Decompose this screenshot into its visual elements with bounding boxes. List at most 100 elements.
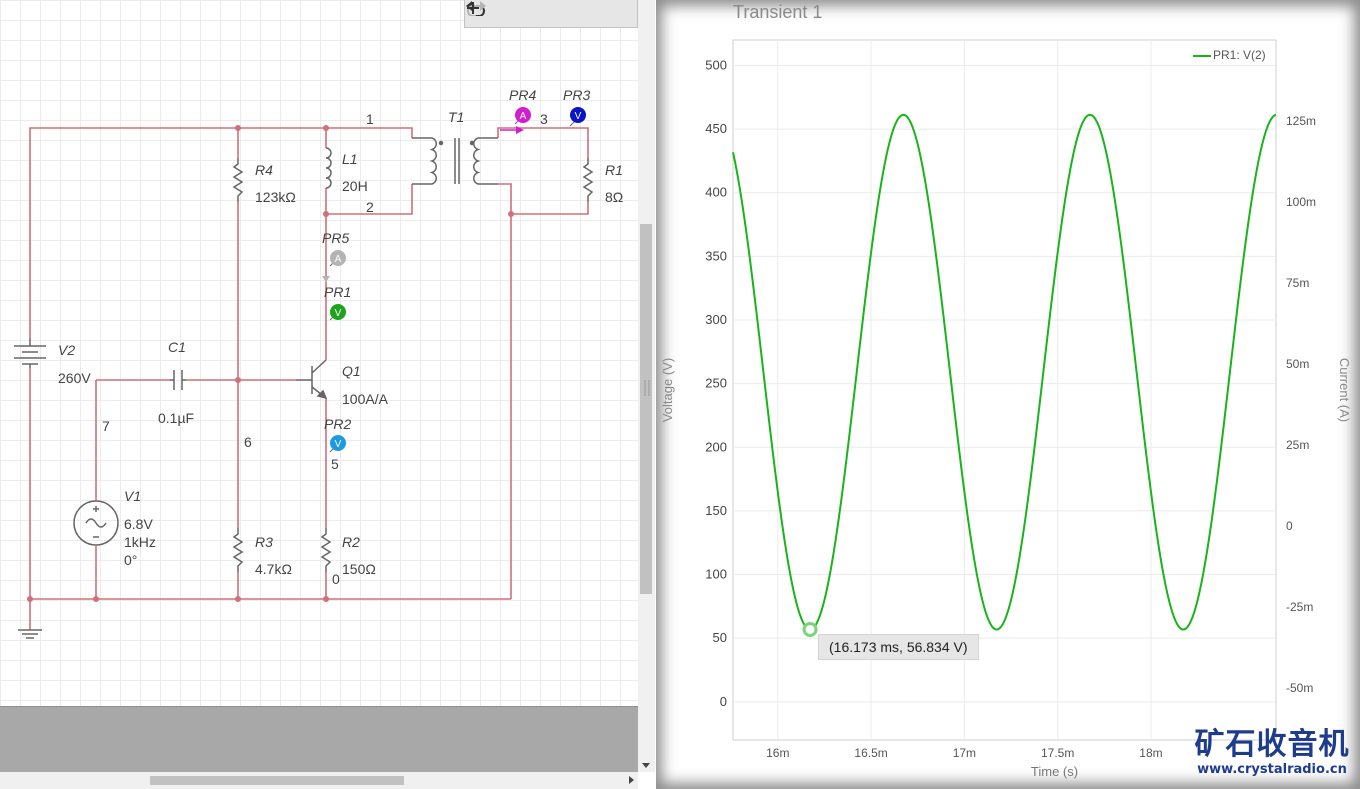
capacitor-c1[interactable] <box>170 370 186 390</box>
node-0: 0 <box>332 571 340 587</box>
y-tick-label: 150 <box>705 503 727 518</box>
cursor-marker <box>802 621 818 637</box>
y2-tick-label: -50m <box>1286 681 1313 695</box>
q1-value: 100A/A <box>342 391 389 407</box>
y-tick-label: 200 <box>705 439 727 454</box>
c1-value: 0.1µF <box>158 410 194 426</box>
x-tick-label: 18m <box>1139 746 1162 760</box>
junctions <box>27 125 514 602</box>
y-tick-label: 400 <box>705 185 727 200</box>
node-5: 5 <box>331 456 339 472</box>
minus-icon <box>467 7 479 9</box>
probe-pr3[interactable]: V <box>569 107 586 127</box>
y-axis-label: Voltage (V) <box>660 358 675 422</box>
zoom-out-button[interactable] <box>467 2 631 26</box>
y2-tick-label: -25m <box>1286 600 1313 614</box>
y2-tick-label: 25m <box>1286 438 1309 452</box>
legend-label: PR1: V(2) <box>1213 48 1266 62</box>
probe-pr1[interactable]: V <box>329 304 346 321</box>
battery-v2[interactable] <box>14 338 46 368</box>
y2-tick-label: 100m <box>1286 195 1316 209</box>
x-axis-label: Time (s) <box>1031 764 1078 779</box>
node-3: 3 <box>540 111 548 127</box>
scroll-right-arrow-icon[interactable] <box>629 776 634 784</box>
v1-amplitude: 6.8V <box>124 516 153 532</box>
wires <box>29 127 589 630</box>
node-2: 2 <box>366 199 374 215</box>
ground-icon <box>18 629 42 639</box>
chart-title: Transient 1 <box>733 2 823 22</box>
r4-value: 123kΩ <box>255 189 296 205</box>
v1-phase: 0° <box>124 552 137 568</box>
r1-value: 8Ω <box>605 189 623 205</box>
transformer-t1[interactable] <box>412 137 498 185</box>
v1-name: V1 <box>124 488 141 504</box>
y2-tick-label: 75m <box>1286 276 1309 290</box>
y-tick-label: 0 <box>720 694 727 709</box>
y2-tick-label: 50m <box>1286 357 1309 371</box>
horizontal-scrollbar[interactable] <box>0 772 638 789</box>
resistor-r1[interactable] <box>582 158 594 202</box>
v1-frequency: 1kHz <box>124 534 156 550</box>
resistor-r2[interactable] <box>320 528 332 572</box>
y2-tick-label: 0 <box>1286 519 1293 533</box>
x-tick-label: 16m <box>766 746 789 760</box>
x-tick-label: 17m <box>953 746 976 760</box>
pr2-type: V <box>335 439 342 450</box>
pr5-name: PR5 <box>322 230 349 246</box>
horizontal-scroll-thumb[interactable] <box>150 776 404 785</box>
y-tick-label: 50 <box>713 630 727 645</box>
l1-name: L1 <box>342 151 358 167</box>
inductor-l1[interactable] <box>325 147 332 189</box>
q1-name: Q1 <box>342 363 361 379</box>
redo-button[interactable] <box>467 1 545 26</box>
r2-name: R2 <box>342 534 360 550</box>
schematic-canvas[interactable]: V V V A A V2 260V C1 0.1µF <box>0 0 638 789</box>
v2-name: V2 <box>58 342 75 358</box>
r1-name: R1 <box>605 162 623 178</box>
pr4-arrow <box>500 126 524 134</box>
y-tick-label: 300 <box>705 312 727 327</box>
y-tick-label: 500 <box>705 57 727 72</box>
y2-axis-label: Current (A) <box>1337 358 1352 422</box>
series-line-pr1 <box>732 113 1277 631</box>
probe-pr4[interactable]: A <box>514 107 531 125</box>
vertical-scroll-thumb[interactable] <box>640 224 652 594</box>
scroll-down-arrow-icon[interactable] <box>642 763 650 768</box>
bottom-panel <box>0 706 638 773</box>
pr4-type: A <box>520 111 527 122</box>
resistor-r4[interactable] <box>232 158 244 202</box>
r2-value: 150Ω <box>342 561 376 577</box>
pr4-name: PR4 <box>509 87 536 103</box>
probe-pr2[interactable]: V <box>329 435 346 453</box>
t1-name: T1 <box>448 109 464 125</box>
pr3-name: PR3 <box>563 87 590 103</box>
r3-value: 4.7kΩ <box>255 561 292 577</box>
r4-name: R4 <box>255 162 273 178</box>
c1-name: C1 <box>168 339 186 355</box>
v2-value: 260V <box>58 370 91 386</box>
probe-pr5[interactable]: A <box>322 250 346 282</box>
pane-splitter-handle[interactable] <box>642 378 652 398</box>
y-tick-label: 100 <box>705 567 727 582</box>
pr3-type: V <box>575 111 582 122</box>
r3-name: R3 <box>255 534 273 550</box>
ac-source-v1[interactable] <box>73 500 119 546</box>
pr5-type: A <box>335 254 342 265</box>
transistor-q1[interactable] <box>296 359 328 400</box>
pr2-name: PR2 <box>324 416 351 432</box>
vertical-scrollbar[interactable] <box>638 0 655 772</box>
node-6: 6 <box>244 434 252 450</box>
cursor-tooltip: (16.173 ms, 56.834 V) <box>818 634 979 660</box>
y2-tick-label: 125m <box>1286 114 1316 128</box>
x-tick-label: 16.5m <box>854 746 887 760</box>
circuit-schematic[interactable]: V V V A A V2 260V C1 0.1µF <box>0 0 638 789</box>
plot-area <box>732 39 1277 741</box>
schematic-toolbar <box>464 0 638 28</box>
resistor-r3[interactable] <box>232 528 244 572</box>
zoom-in-button[interactable] <box>467 2 588 26</box>
pr1-type: V <box>335 308 342 319</box>
node-1: 1 <box>366 111 374 127</box>
